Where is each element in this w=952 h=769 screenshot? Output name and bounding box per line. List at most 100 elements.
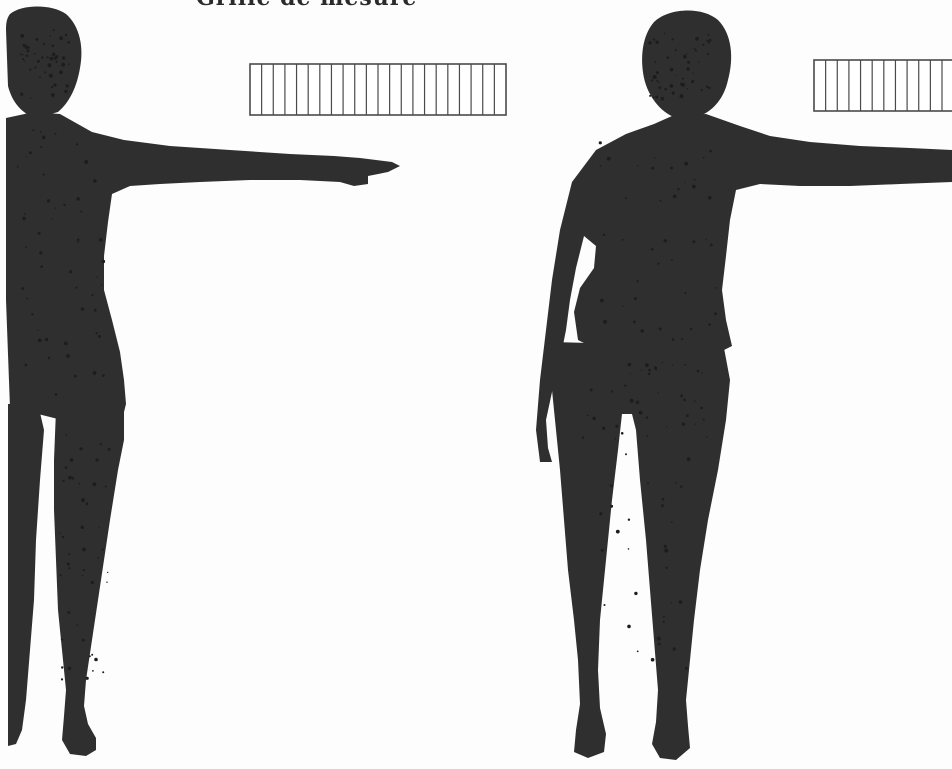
texture-speck [672,92,675,95]
texture-speck [84,160,88,164]
texture-speck [686,414,689,417]
texture-speck [660,200,662,202]
texture-speck [664,88,667,91]
texture-speck [59,36,63,40]
texture-speck [692,185,696,189]
texture-speck [96,332,98,334]
texture-speck [677,188,679,190]
texture-speck [658,392,659,393]
scale-bar-left [250,64,506,115]
texture-speck [675,482,677,484]
texture-speck [672,38,674,40]
texture-speck [716,287,718,289]
texture-speck [63,204,65,206]
texture-speck [662,498,665,501]
texture-speck [634,297,637,300]
silhouette-right-head [642,10,731,118]
texture-speck [29,69,31,71]
texture-speck [97,557,99,559]
texture-speck [52,53,56,57]
texture-speck [91,294,93,296]
texture-speck [64,342,68,346]
texture-speck [657,637,661,641]
texture-speck [68,567,70,569]
texture-speck [66,84,69,87]
texture-speck [86,677,89,680]
texture-speck [682,423,685,426]
texture-speck [51,86,53,88]
texture-speck [615,425,618,428]
texture-speck [661,504,664,507]
texture-speck [25,247,27,249]
texture-speck [51,218,52,219]
texture-speck [637,651,639,653]
texture-speck [622,306,623,307]
texture-speck [65,34,67,36]
texture-speck [590,389,593,392]
texture-speck [603,234,605,236]
texture-speck [93,179,97,183]
texture-speck [648,41,651,44]
texture-speck [625,453,627,455]
texture-speck [670,167,673,170]
texture-speck [34,66,36,68]
texture-speck [709,39,712,42]
texture-speck [675,49,677,51]
texture-speck [599,512,602,515]
texture-speck [26,55,29,58]
texture-speck [703,419,705,421]
texture-speck [49,74,53,78]
texture-speck [43,138,44,139]
texture-speck [582,436,584,438]
texture-speck [681,338,683,340]
texture-speck [666,426,667,427]
texture-speck [701,372,702,373]
texture-speck [680,486,682,488]
silhouette-right-legs [552,342,730,760]
texture-speck [664,545,667,548]
texture-speck [83,569,85,571]
texture-speck [709,150,712,153]
texture-speck [66,434,68,436]
texture-speck [662,362,664,364]
texture-speck [680,83,683,86]
texture-speck [706,86,708,88]
texture-speck [684,364,686,366]
scale-bar-frame [814,60,952,111]
texture-speck [655,369,657,371]
texture-speck [670,68,674,72]
texture-speck [91,654,93,656]
texture-speck [24,213,26,215]
texture-speck [53,29,55,31]
texture-speck [77,241,79,243]
texture-speck [707,53,709,55]
texture-speck [679,600,683,604]
texture-speck [675,75,676,76]
silhouette-left [6,7,400,757]
texture-speck [41,56,44,59]
texture-speck [656,71,659,74]
texture-speck [44,71,46,73]
texture-speck [653,38,655,40]
texture-speck [695,37,699,41]
texture-speck [628,519,630,521]
texture-speck [671,521,673,523]
texture-speck [611,390,613,392]
texture-speck [55,55,58,58]
texture-speck [694,48,696,50]
texture-speck [621,432,624,435]
texture-speck [639,411,643,415]
texture-speck [680,94,684,98]
texture-speck [651,248,654,251]
texture-speck [671,259,673,261]
texture-speck [680,395,683,398]
texture-speck [690,328,692,330]
texture-speck [663,616,665,618]
texture-speck [630,399,634,403]
texture-speck [105,486,107,488]
texture-speck [664,33,666,35]
texture-speck [89,655,91,657]
texture-speck [102,548,104,550]
texture-speck [685,292,687,294]
